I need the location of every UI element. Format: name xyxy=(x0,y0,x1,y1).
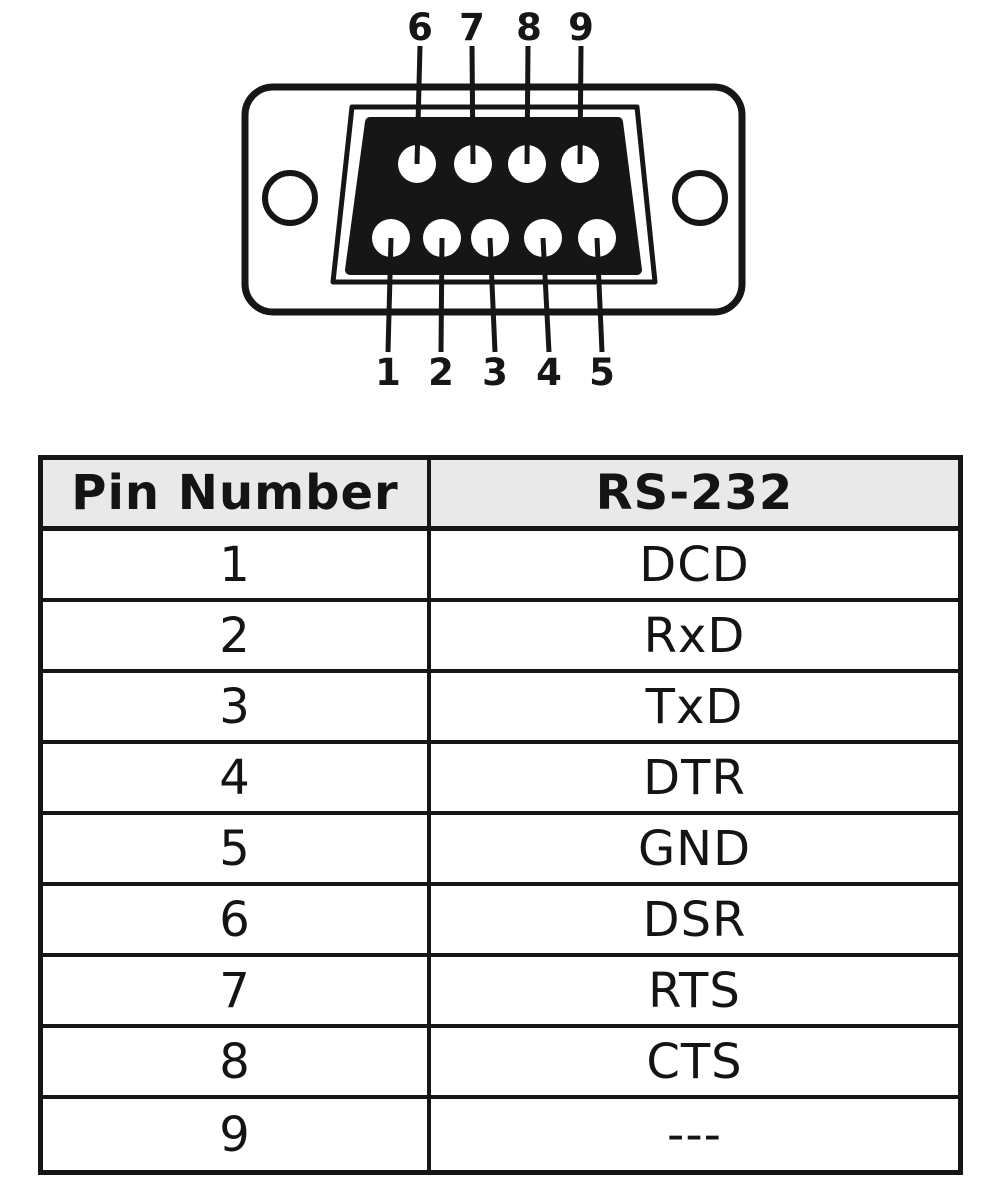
mounting-hole-left xyxy=(262,170,318,226)
pin-number-cell: 9 xyxy=(43,1099,431,1170)
table-header-row: Pin Number RS-232 xyxy=(43,460,958,531)
pin-number-cell: 1 xyxy=(43,531,431,602)
signal-cell: --- xyxy=(667,1106,722,1163)
pin-3-leader xyxy=(487,237,498,353)
table-row: 7 RTS xyxy=(43,957,958,1028)
signal-cell: RxD xyxy=(431,602,958,673)
signal-cell: TxD xyxy=(431,673,958,744)
pin-7-leader xyxy=(469,45,476,165)
pin-2-label: 2 xyxy=(428,351,454,394)
table-row: 1 DCD xyxy=(43,531,958,602)
pin-number-cell: 5 xyxy=(43,815,431,886)
pin-1-leader xyxy=(385,237,394,353)
signal-cell: RTS xyxy=(431,957,958,1028)
signal-cell: DTR xyxy=(431,744,958,815)
table-row: 5 GND xyxy=(43,815,958,886)
pin-number-cell: 4 xyxy=(43,744,431,815)
pin-7-label: 7 xyxy=(459,6,485,49)
pin-number-cell: 7 xyxy=(43,957,431,1028)
pin-number-cell: 3 xyxy=(43,673,431,744)
signal-cell: CTS xyxy=(431,1028,958,1099)
pin-4-label: 4 xyxy=(536,351,562,394)
pin-5-label: 5 xyxy=(589,351,615,394)
table-row: 4 DTR xyxy=(43,744,958,815)
pin-3-label: 3 xyxy=(482,351,508,394)
pin-number-cell: 6 xyxy=(43,886,431,957)
table-row: 6 DSR xyxy=(43,886,958,957)
pin-5-leader xyxy=(594,237,605,353)
table-row: 3 TxD xyxy=(43,673,958,744)
table-row: 8 CTS xyxy=(43,1028,958,1099)
pin-6-label: 6 xyxy=(407,6,433,49)
pin-number-cell: 8 xyxy=(43,1028,431,1099)
signal-cell: DCD xyxy=(431,531,958,602)
pin-number-header: Pin Number xyxy=(43,460,431,531)
table-row: 2 RxD xyxy=(43,602,958,673)
pin-number-cell: 2 xyxy=(43,602,431,673)
pin-2-leader xyxy=(438,237,445,353)
pin-1-label: 1 xyxy=(375,351,401,394)
signal-cell: DSR xyxy=(431,886,958,957)
rs232-header: RS-232 xyxy=(431,460,958,531)
mounting-hole-right xyxy=(672,170,728,226)
pin-6-leader xyxy=(414,45,423,165)
pin-9-leader xyxy=(577,45,584,165)
pinout-table: Pin Number RS-232 1 DCD 2 RxD 3 TxD 4 DT… xyxy=(38,455,963,1175)
pin-4-leader xyxy=(540,237,552,353)
pin-9-label: 9 xyxy=(568,6,594,49)
pin-8-label: 8 xyxy=(516,6,542,49)
signal-cell: GND xyxy=(431,815,958,886)
table-row: 9 --- xyxy=(43,1099,958,1170)
db9-connector-diagram: 6 7 8 9 1 2 3 4 5 xyxy=(241,6,746,394)
pin-8-leader xyxy=(524,45,531,165)
